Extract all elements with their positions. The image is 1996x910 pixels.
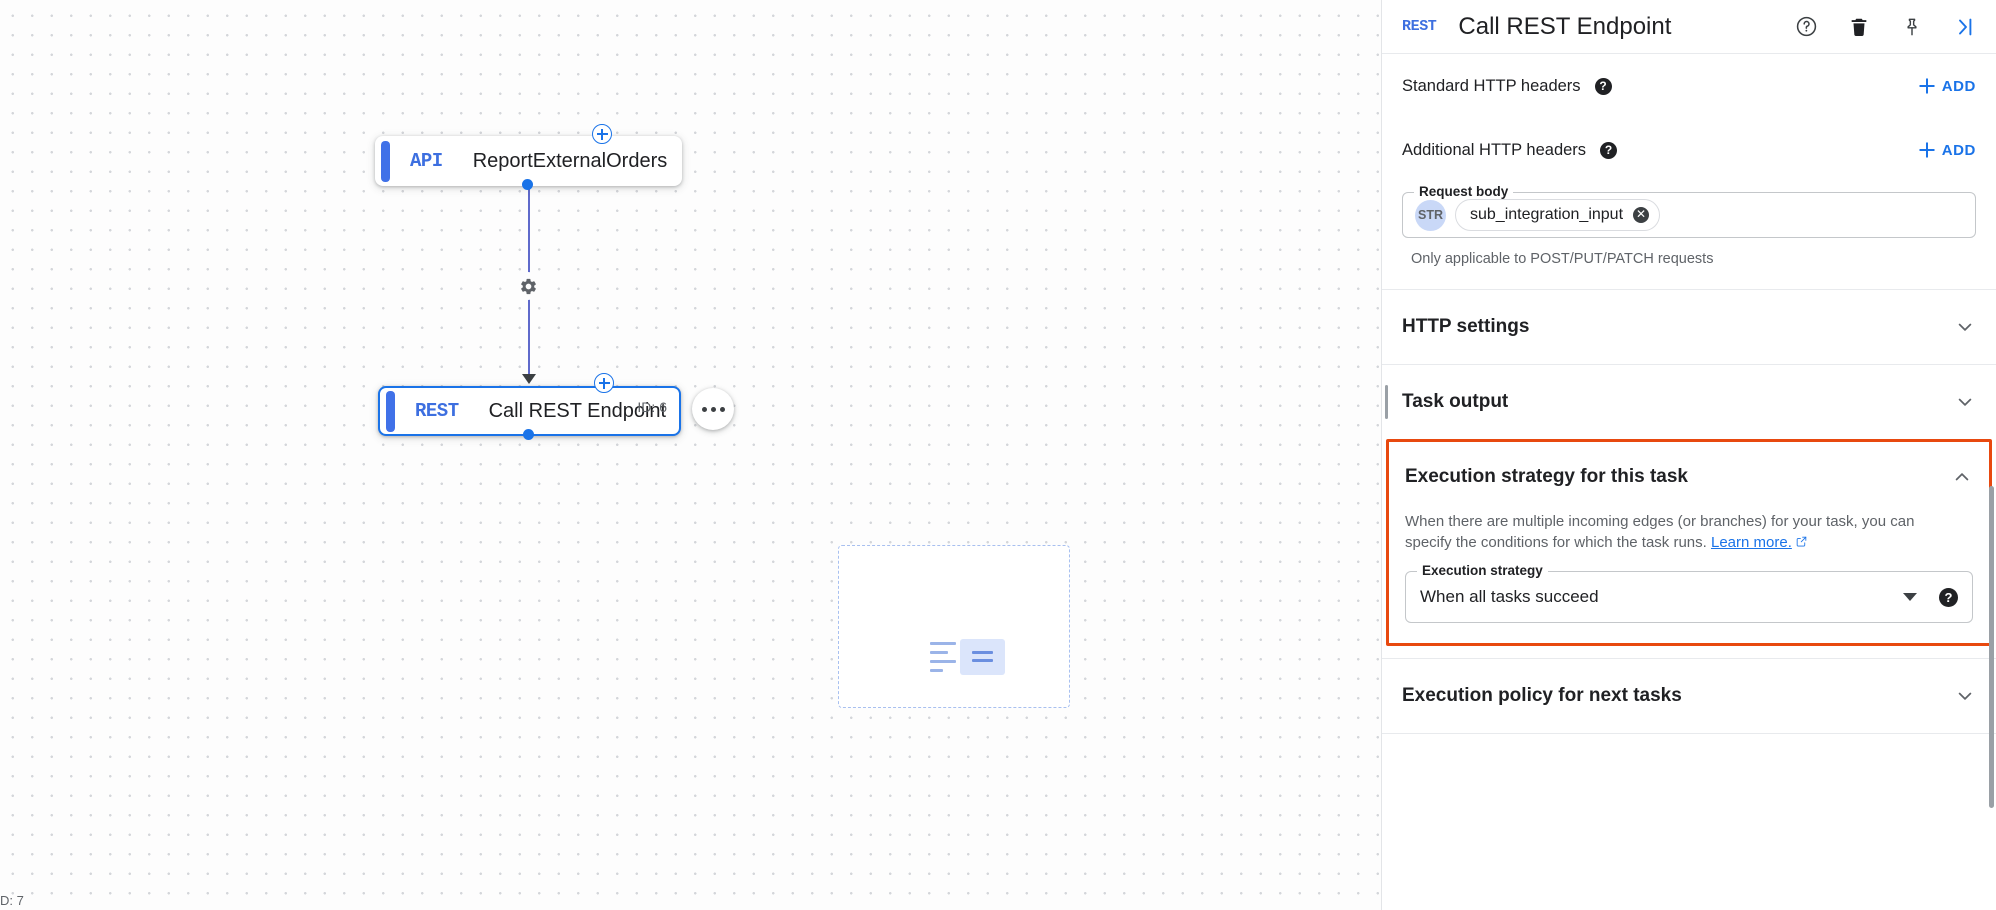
variable-name: sub_integration_input (1470, 206, 1624, 223)
page-title: Call REST Endpoint (1458, 12, 1672, 40)
section-title: Execution strategy for this task (1405, 466, 1688, 487)
section-title: Task output (1402, 391, 1509, 412)
canvas-corner-label: D: 7 (0, 893, 24, 908)
divider (1382, 364, 1996, 365)
api-badge: API (410, 150, 443, 172)
request-body-helper-text: Only applicable to POST/PUT/PATCH reques… (1411, 251, 1714, 267)
execution-strategy-description: When there are multiple incoming edges (… (1389, 512, 1944, 553)
section-title: Execution policy for next tasks (1402, 685, 1682, 707)
node-output-port[interactable] (522, 179, 533, 190)
execution-strategy-value: When all tasks succeed (1420, 587, 1599, 607)
workflow-canvas[interactable]: API ReportExternalOrders REST Call REST … (0, 0, 1381, 910)
dot (710, 406, 716, 412)
node-call-rest-endpoint[interactable]: REST Call REST Endpoint ID: 6 (378, 386, 681, 436)
dot (701, 406, 707, 412)
trash-icon[interactable] (1846, 14, 1872, 40)
learn-more-link[interactable]: Learn more. (1710, 533, 1792, 551)
dot (719, 406, 725, 412)
pin-icon[interactable] (1899, 14, 1925, 40)
node-report-external-orders[interactable]: API ReportExternalOrders (375, 136, 682, 186)
add-label: ADD (1941, 141, 1976, 159)
help-icon[interactable]: ? (1600, 141, 1618, 159)
panel-scrollbar[interactable] (1989, 486, 1994, 808)
section-http-settings[interactable]: HTTP settings (1382, 290, 1996, 364)
chevron-down-icon[interactable] (1954, 391, 1976, 413)
collapse-panel-icon[interactable] (1952, 14, 1978, 40)
help-icon[interactable]: ? (1939, 587, 1958, 607)
section-execution-policy[interactable]: Execution policy for next tasks (1382, 659, 1996, 733)
section-execution-strategy-header[interactable]: Execution strategy for this task (1389, 442, 1989, 512)
request-body-field[interactable]: Request body STR sub_integration_input ✕ (1402, 184, 1976, 238)
description-text: When there are multiple incoming edges (… (1405, 513, 1915, 551)
panel-header: REST Call REST Endpoint (1382, 0, 1996, 54)
node-output-port[interactable] (523, 429, 534, 440)
divider (1382, 289, 1996, 290)
chevron-down-icon[interactable] (1954, 316, 1976, 338)
help-icon[interactable]: ? (1594, 77, 1612, 95)
execution-strategy-select[interactable]: Execution strategy When all tasks succee… (1405, 563, 1973, 624)
panel-header-actions (1793, 14, 1978, 40)
section-title: HTTP settings (1402, 316, 1530, 337)
node-label: Call REST Endpoint (488, 399, 667, 422)
chevron-up-icon[interactable] (1951, 466, 1973, 488)
standard-http-headers-row: Standard HTTP headers ? ADD (1382, 54, 1996, 118)
add-standard-header-button[interactable]: ADD (1920, 78, 1976, 95)
section-task-output[interactable]: Task output (1382, 365, 1996, 439)
additional-http-headers-row: Additional HTTP headers ? ADD (1382, 118, 1996, 182)
plus-icon-add-node-api[interactable] (592, 124, 612, 144)
node-accent-bar (386, 390, 395, 432)
node-accent-bar (381, 140, 390, 182)
plus-icon (1920, 79, 1935, 94)
additional-http-headers-label: Additional HTTP headers (1402, 140, 1587, 159)
external-link-icon[interactable] (1795, 534, 1808, 547)
close-icon[interactable]: ✕ (1633, 207, 1650, 223)
chevron-down-icon[interactable] (1954, 685, 1976, 707)
execution-strategy-legend: Execution strategy (1417, 563, 1548, 579)
canvas-placeholder-box (838, 545, 1070, 708)
request-body-legend: Request body (1414, 184, 1514, 199)
help-circle-icon[interactable] (1793, 14, 1819, 40)
node-id-label: ID: 6 (637, 399, 667, 415)
edge-arrowhead (522, 374, 536, 384)
scroll-indicator (1385, 385, 1388, 419)
request-body-variable-chip[interactable]: sub_integration_input ✕ (1455, 199, 1661, 231)
add-additional-header-button[interactable]: ADD (1920, 142, 1976, 159)
chevron-down-icon[interactable] (1903, 593, 1917, 602)
standard-http-headers-label: Standard HTTP headers (1402, 76, 1581, 95)
divider (1382, 733, 1996, 735)
rest-badge: REST (415, 400, 459, 422)
panel-body[interactable]: Standard HTTP headers ? ADD Additional H… (1382, 54, 1996, 910)
node-label: ReportExternalOrders (472, 149, 668, 172)
plus-icon (1920, 143, 1935, 158)
divider (1382, 658, 1996, 660)
section-execution-strategy-highlight: Execution strategy for this task When th… (1386, 439, 1992, 647)
canvas-placeholder-icon (930, 636, 1005, 678)
gear-icon-edge-settings[interactable] (514, 272, 542, 300)
variable-type-badge: STR (1415, 199, 1446, 231)
panel-rest-badge: REST (1402, 18, 1437, 35)
more-options-icon[interactable] (692, 388, 734, 430)
add-label: ADD (1941, 77, 1976, 95)
plus-icon-add-node-rest[interactable] (594, 373, 614, 393)
task-config-panel: REST Call REST Endpoint (1381, 0, 1996, 910)
